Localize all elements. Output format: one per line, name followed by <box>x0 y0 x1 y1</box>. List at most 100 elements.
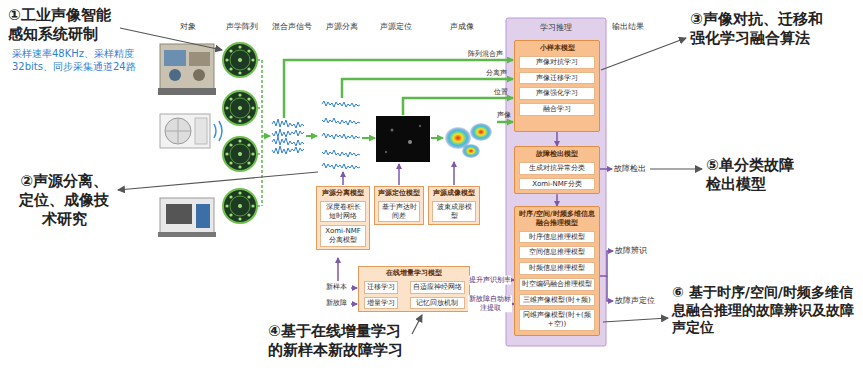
mixed-waveform-part <box>272 119 304 128</box>
process-box: 在线增量学习模型迁移学习自适应神经网络增量学习记忆回放机制 <box>358 266 470 312</box>
separated-waveform-part <box>322 163 360 169</box>
column-header: 混合声信号 <box>272 22 312 32</box>
callout-text: ①工业声像智能感知系统研制 <box>8 6 118 44</box>
box-heading: 声源分离模型 <box>320 189 366 198</box>
model-group-box: 故障检出模型生成对抗异常分类Xomi-NMF分类 <box>514 146 600 194</box>
item-box: Xomi-NMF分离模型 <box>320 225 366 247</box>
microphone-array-part-part <box>225 204 228 207</box>
separated-waveform-part <box>322 133 360 139</box>
model-arrow-part <box>398 164 400 185</box>
item-text: 时频信息推理模型 <box>522 264 592 273</box>
microphone-array-part-part <box>247 97 250 100</box>
microphone-array-part-part <box>247 143 250 146</box>
column-header: 对象 <box>180 22 196 32</box>
item-box: 声像对抗学习 <box>519 56 595 69</box>
item-box: 记忆回放机制 <box>410 297 465 310</box>
microphone-array-part-part <box>247 115 250 118</box>
mixed-waveform-part <box>272 137 304 146</box>
item-text: 时序信息推理模型 <box>522 233 592 242</box>
item-text: 三维声像模型(时+频) <box>522 296 592 305</box>
air-conditioner-part <box>214 124 216 138</box>
signal-bus-part <box>262 135 270 137</box>
callout-text: ④基于在线增量学习的新样本新故障学习 <box>268 322 408 360</box>
box-heading: 声源成像模型 <box>432 189 476 198</box>
spec-note: 采样速率48KHz、采样精度32bits、同步采集通道24路 <box>12 48 140 73</box>
item-text: 生成对抗异常分类 <box>522 164 592 173</box>
mixed-waveform-part <box>272 146 304 154</box>
leader-line-part <box>650 168 702 169</box>
box-heading: 声源定位模型 <box>378 189 420 198</box>
model-arrow-part <box>600 251 613 276</box>
model-arrow-part <box>453 162 455 185</box>
signal-bus <box>257 60 270 206</box>
microphone-array-part-part <box>238 204 242 208</box>
item-text: 空间信息推理模型 <box>522 248 592 257</box>
air-conditioner-part <box>219 121 222 141</box>
microphone-array-part-part <box>251 152 254 155</box>
column-header: 学习推理 <box>540 23 572 33</box>
callout-text: ⑥ 基于时序/空间/时频多维信息融合推理的故障辨识及故障声定位 <box>672 284 858 337</box>
microphone-array-part-part <box>238 106 242 110</box>
item-box: 迁移学习 <box>364 281 398 294</box>
microphone-array-part-part <box>230 98 250 118</box>
machine-assembly-part <box>164 50 186 66</box>
item-text: 深度卷积长短时网络 <box>323 203 363 221</box>
separated-waveform <box>322 101 360 169</box>
connector-label: 提升声识别率 <box>469 276 511 285</box>
microphone-array-part-part <box>238 191 241 194</box>
flow-label: 新故障 <box>326 299 347 308</box>
machine-tool-part <box>196 204 210 228</box>
item-text: 增量学习 <box>367 299 395 308</box>
column-header: 声成像 <box>450 22 474 32</box>
separated-waveform-part <box>322 118 360 125</box>
microphone-array-part-part <box>225 152 228 155</box>
microphone-array-part-part <box>251 106 254 109</box>
item-box: 自适应神经网络 <box>410 281 465 294</box>
microphone-array-part-part <box>247 195 250 198</box>
model-arrow-part <box>337 258 339 281</box>
column-header: 声源分离 <box>326 22 358 32</box>
localization-map-part <box>376 116 430 162</box>
flow-label: 故障声定位 <box>615 296 655 306</box>
microphone-array-part-part <box>238 165 241 168</box>
flow-arrow <box>284 60 513 138</box>
air-conditioner <box>160 114 222 148</box>
flow-label: 故障辨识 <box>615 246 647 256</box>
item-box: 时频信息推理模型 <box>519 262 595 275</box>
callout-text: ②声源分离、定位、成像技术研究 <box>14 172 114 228</box>
model-arrow-part <box>351 287 357 289</box>
microphone-array-part-part <box>238 152 242 156</box>
item-box: 三维声像模型(时+频) <box>519 294 595 307</box>
microphone-array-part-part <box>229 143 232 146</box>
microphone-array-part <box>223 91 257 125</box>
microphone-array-part-part <box>225 58 228 61</box>
mixed-waveform-part <box>272 129 304 137</box>
flow-arrow-part <box>403 98 513 115</box>
leader-line-part <box>120 28 222 50</box>
model-arrow-part <box>351 303 357 305</box>
model-group-box: 小样本模型声像对抗学习声像迁移学习声像强化学习融合学习 <box>514 40 600 132</box>
machine-tool-part <box>160 198 214 234</box>
item-text: 基于声达时间差 <box>381 203 417 221</box>
sound-heatmap-part <box>462 144 480 158</box>
signal-bus-part <box>257 60 262 206</box>
microphone-array-part-part <box>230 196 250 216</box>
callout-text: ⑤单分类故障检出模型 <box>706 156 802 194</box>
item-box: 同维声像模型(时+(频+空)) <box>519 309 595 331</box>
microphone-array-part-part <box>238 93 241 96</box>
machine-assembly-part <box>189 52 210 66</box>
microphone-array-part-part <box>251 204 254 207</box>
item-text: 记忆回放机制 <box>413 299 462 308</box>
model-arrow <box>338 162 613 304</box>
item-box: 融合学习 <box>519 103 595 116</box>
flow-arrow-part <box>497 121 513 124</box>
localization-map-part <box>385 151 387 153</box>
model-arrow-part <box>607 276 613 301</box>
column-header: 声源定位 <box>380 22 412 32</box>
column-header: 输出结果 <box>612 22 644 32</box>
model-arrow-part <box>600 168 612 170</box>
item-text: 同维声像模型(时+(频+空)) <box>522 311 592 329</box>
air-conditioner-part <box>195 118 207 144</box>
microphone-array-part-part <box>238 119 241 122</box>
item-text: Xomi-NMF分离模型 <box>323 227 363 245</box>
